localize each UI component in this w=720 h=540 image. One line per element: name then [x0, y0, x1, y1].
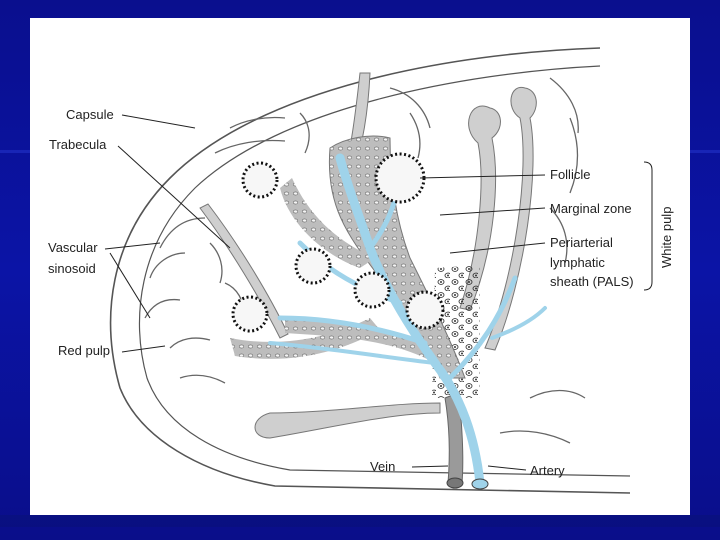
label-white-pulp: White pulp [659, 207, 674, 268]
slide-bottom-band [0, 515, 720, 527]
spleen-diagram: Capsule Trabecula Vascular sinosoid Red … [48, 47, 674, 494]
white-pulp-brace [643, 161, 653, 291]
leader-lines [104, 114, 546, 471]
label-marginal-zone: Marginal zone [550, 201, 632, 216]
follicle-4 [353, 271, 391, 309]
label-follicle: Follicle [550, 167, 590, 182]
label-pals-1: Periarterial [550, 235, 613, 250]
follicle-2 [241, 161, 279, 199]
vascular-sinusoids [144, 77, 586, 444]
label-pals-3: sheath (PALS) [550, 274, 634, 289]
label-sinosoid: sinosoid [48, 261, 96, 276]
label-capsule: Capsule [66, 107, 114, 122]
label-vein: Vein [370, 459, 395, 474]
follicle-3 [294, 247, 332, 285]
artery-cross-section [471, 478, 489, 490]
diagram-panel: Capsule Trabecula Vascular sinosoid Red … [30, 18, 690, 515]
label-trabecula: Trabecula [49, 137, 107, 152]
label-vascular: Vascular [48, 240, 98, 255]
label-red-pulp: Red pulp [58, 343, 110, 358]
follicle-5 [405, 290, 445, 330]
label-pals-2: lymphatic [550, 255, 605, 270]
label-artery: Artery [530, 463, 565, 478]
capsule-outline [109, 47, 631, 494]
follicle-6 [231, 295, 269, 333]
follicle-1 [374, 152, 426, 204]
